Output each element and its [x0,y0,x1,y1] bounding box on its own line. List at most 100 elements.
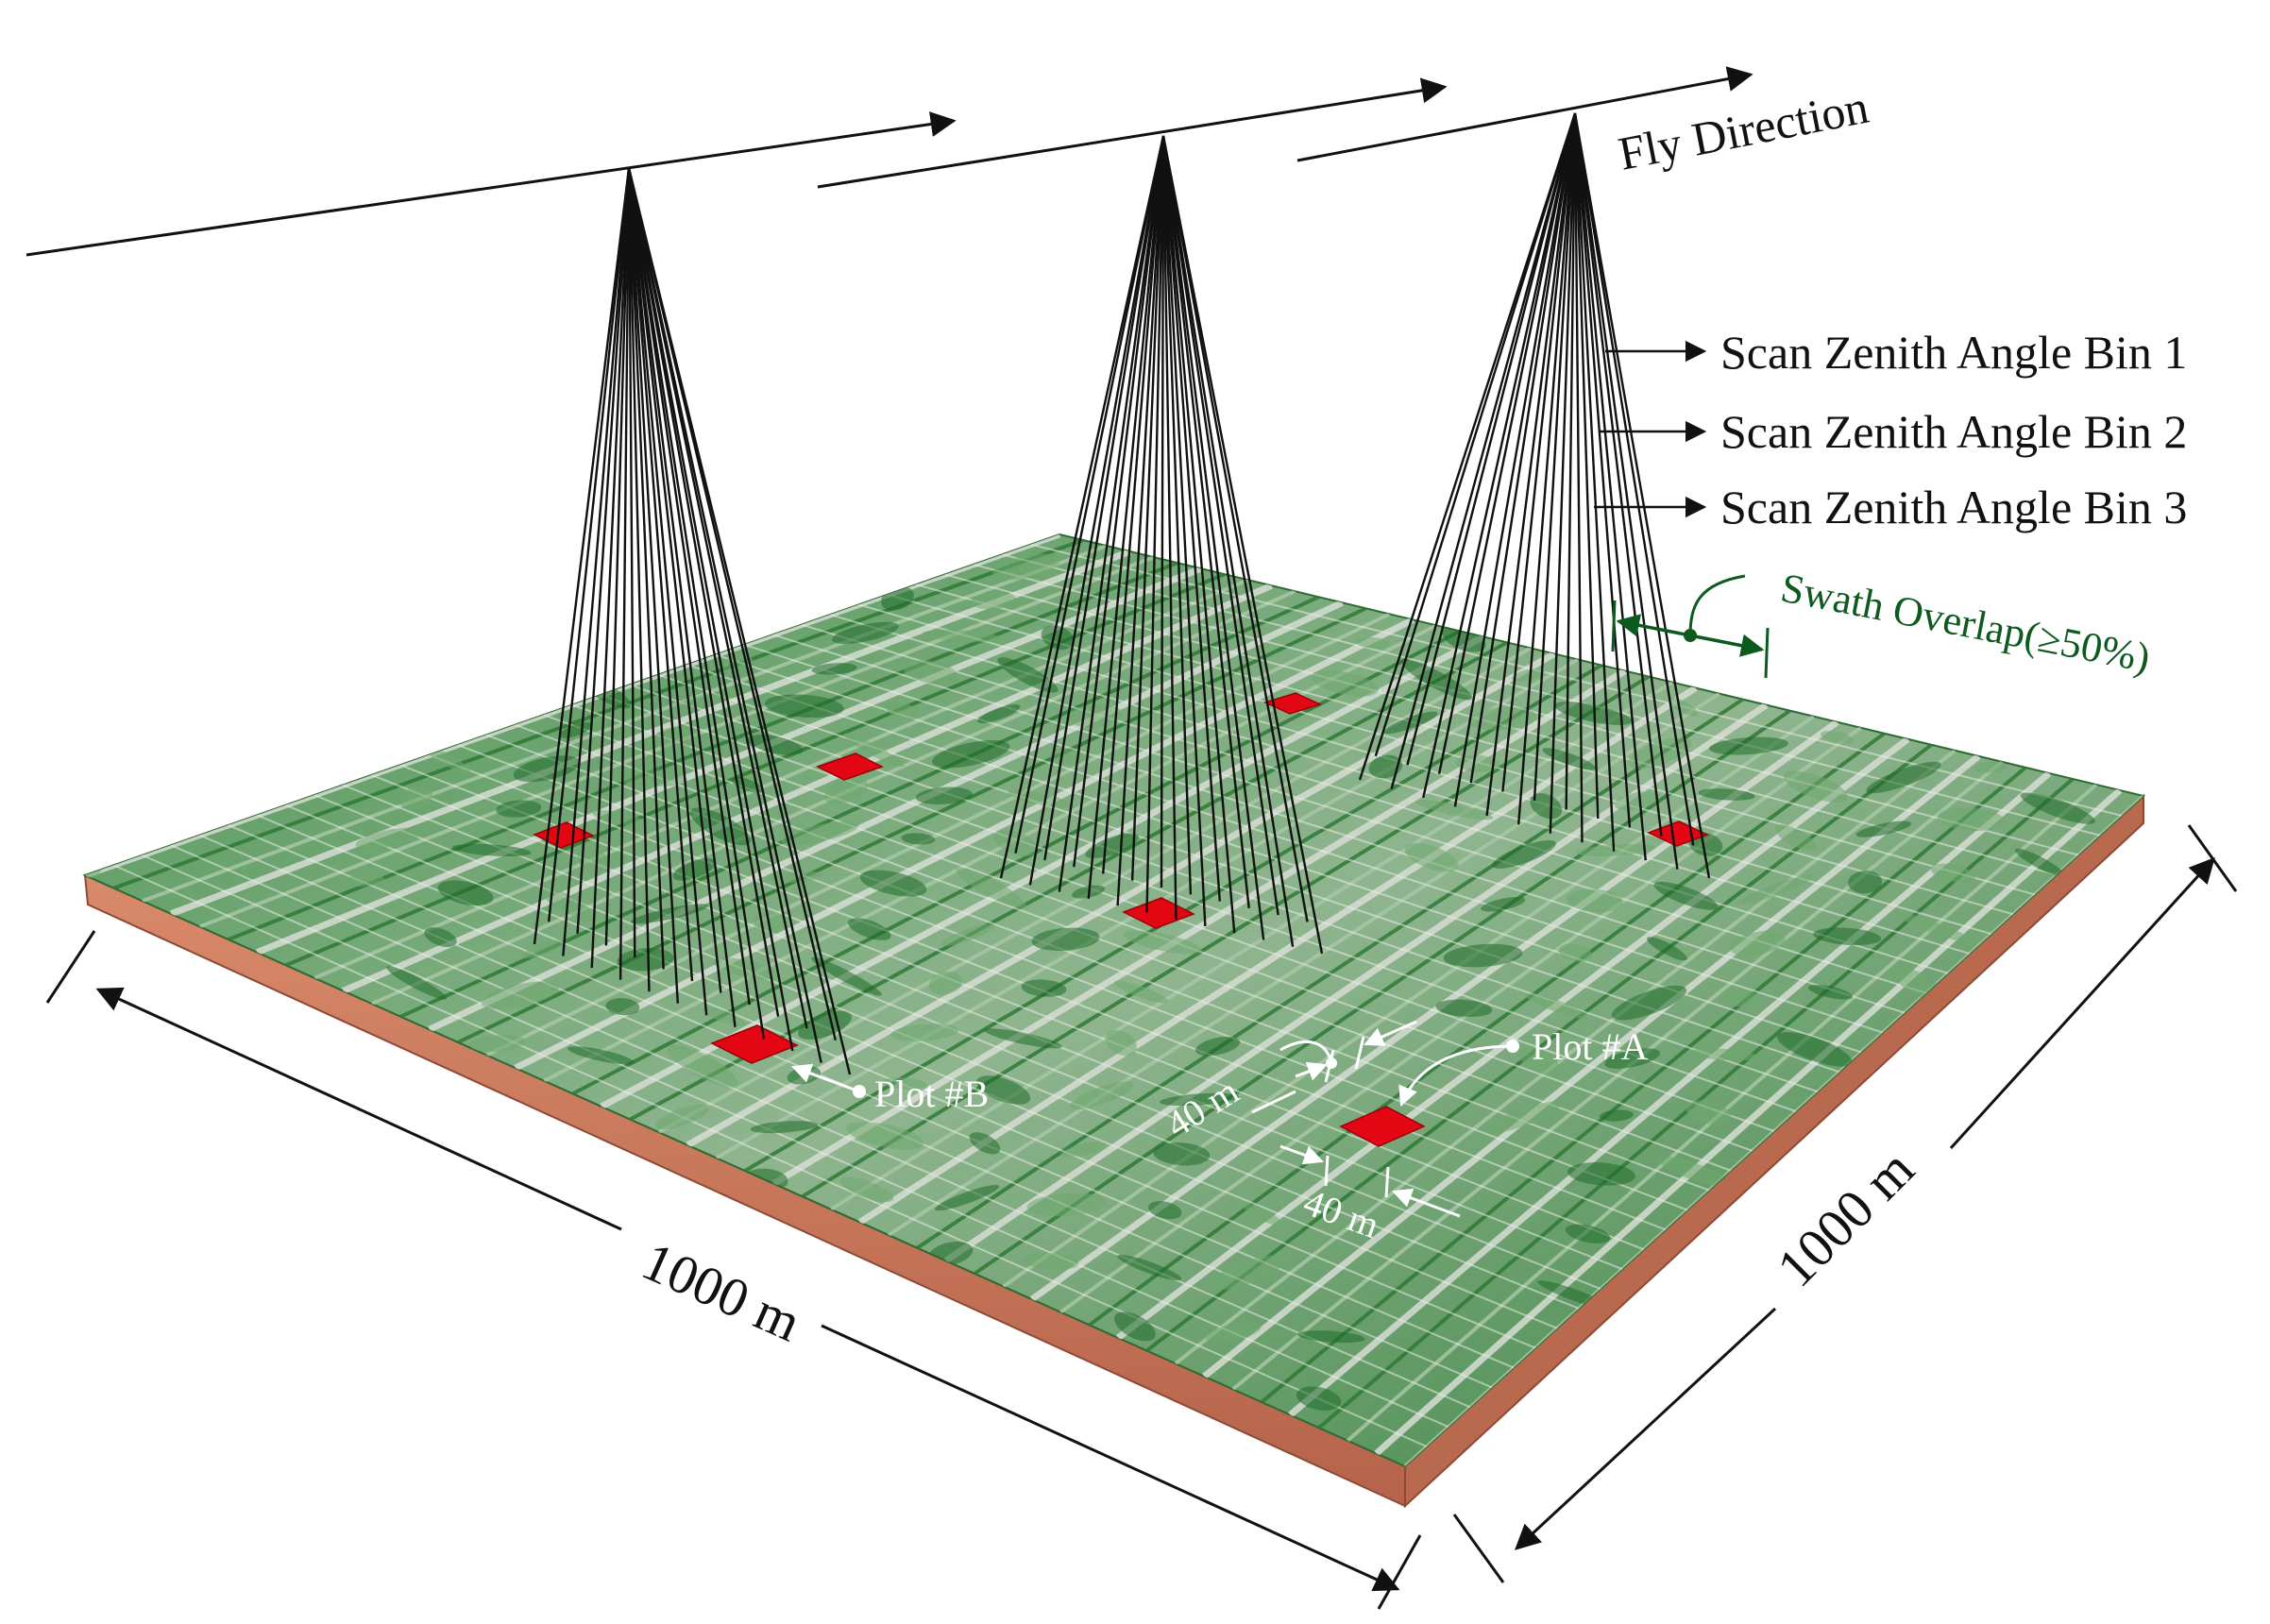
scan-ray [627,167,651,992]
leaf-patch [1114,980,1168,1004]
leaf-patch [1031,927,1100,952]
scan-ray [547,167,631,922]
leaf-patch [1085,833,1140,859]
leaf-patch [1807,985,1853,1000]
swath-overlap-label: Swath Overlap(≥50%) [1777,565,2154,682]
leaf-patch [521,939,566,959]
leaf-patch [1113,1311,1156,1342]
scan-ray [999,135,1165,879]
scan-ray [627,167,737,1027]
plot-a-leader [1398,1044,1514,1107]
leaf-patch [653,726,699,750]
canopy-surface [82,533,2146,1468]
extent-left-tick [45,930,96,1004]
extent-right-tick [2187,824,2238,892]
scan-ray [1161,135,1193,895]
leaf-patch [386,966,447,1000]
sample-plot-a [1339,1106,1426,1147]
leaf-patch [993,829,1038,856]
dim-arrow [1279,1144,1324,1165]
extent-left-label: 1000 m [634,1229,810,1353]
leaf-patch [437,880,494,906]
leaf-patch [1898,913,1974,943]
leaf-patch [1312,669,1379,697]
canopy-row [629,684,1819,1093]
leaf-patch [1689,1048,1758,1061]
leaf-patch [451,843,532,857]
scan-ray [1437,112,1577,774]
leaf-patch [1774,824,1816,851]
leaf-patch [1604,1048,1660,1069]
leaf-patch [1525,993,1589,1020]
leaf-patch [935,1184,1000,1211]
leaf-patch [1937,807,2006,832]
leaf-patch [932,740,1010,769]
scan-ray [1573,112,1632,828]
scan-ray [590,167,631,969]
scan-bin-2-label: Scan Zenith Angle Bin 2 [1720,405,2187,458]
sample-plot-b [710,1024,799,1064]
leaf-patch [839,1176,894,1203]
plot-a-dot [1506,1040,1519,1053]
scan-ray [627,167,766,1040]
plot-b-dot [853,1085,866,1098]
scan-ray [1161,135,1250,908]
scan-ray [1058,135,1165,892]
sample-plot [1262,692,1323,715]
extent-right-tick [1452,1514,1505,1583]
leaf-patch [1117,1254,1182,1281]
sample-plot [816,753,884,781]
leaf-patch [2014,848,2066,877]
leaf-patch [1653,881,1719,910]
leaf-patch [1008,789,1075,808]
flight-line-3 [1296,66,1753,162]
canopy-row [887,593,2014,916]
leaf-patch [1656,1156,1732,1188]
leaf-patch [881,1077,927,1090]
scan-ray [627,167,665,970]
leaf-patch [956,868,1027,908]
scan-ray [1116,135,1165,906]
leaf-patch [1611,985,1687,1021]
extent-left-tick [1377,1534,1422,1610]
scan-ray [618,167,631,980]
leaf-patch [1974,761,2008,773]
leaf-patch [424,927,457,948]
scan-ray [1161,135,1207,926]
overlap-leader-curve [1688,574,1746,636]
swath-overlap-indicator [1611,574,1770,679]
leaf-patch [1855,820,1912,837]
plot-b-leader [791,1063,860,1093]
scan-ray [1453,112,1577,807]
leaf-patch [1627,736,1692,770]
scan-ray [1485,112,1577,816]
dim-curve [1279,1040,1333,1064]
leaf-patch [1355,636,1390,650]
leaf-patch [1443,943,1523,968]
leaf-patch [605,998,640,1016]
leaf-patch [904,660,959,685]
leaf-patch [1567,888,1624,913]
leaf-patch [1205,1322,1262,1343]
leaf-patch [1848,871,1883,894]
leaf-patch [1123,930,1202,955]
leaf-patch [922,629,1002,643]
leaf-patch [1455,754,1501,772]
leaf-patch [2020,792,2095,824]
leaf-patch [1722,990,1757,1007]
canopy-row [285,804,1558,1329]
scan-bin-3-label: Scan Zenith Angle Bin 3 [1720,481,2187,533]
leaf-patch [915,787,973,804]
leaf-patch [689,807,752,846]
dim-tick [1324,1155,1330,1187]
scan-ray [1161,135,1236,934]
leaf-patch [846,1122,924,1150]
leaf-patch [1813,927,1882,946]
leaf-patch [976,1075,1031,1105]
leaf-patch [355,827,423,850]
leaf-patch [977,704,1021,723]
leaf-patch [1021,979,1067,997]
leaf-patch [1866,761,1941,794]
scan-ray [627,167,822,1063]
